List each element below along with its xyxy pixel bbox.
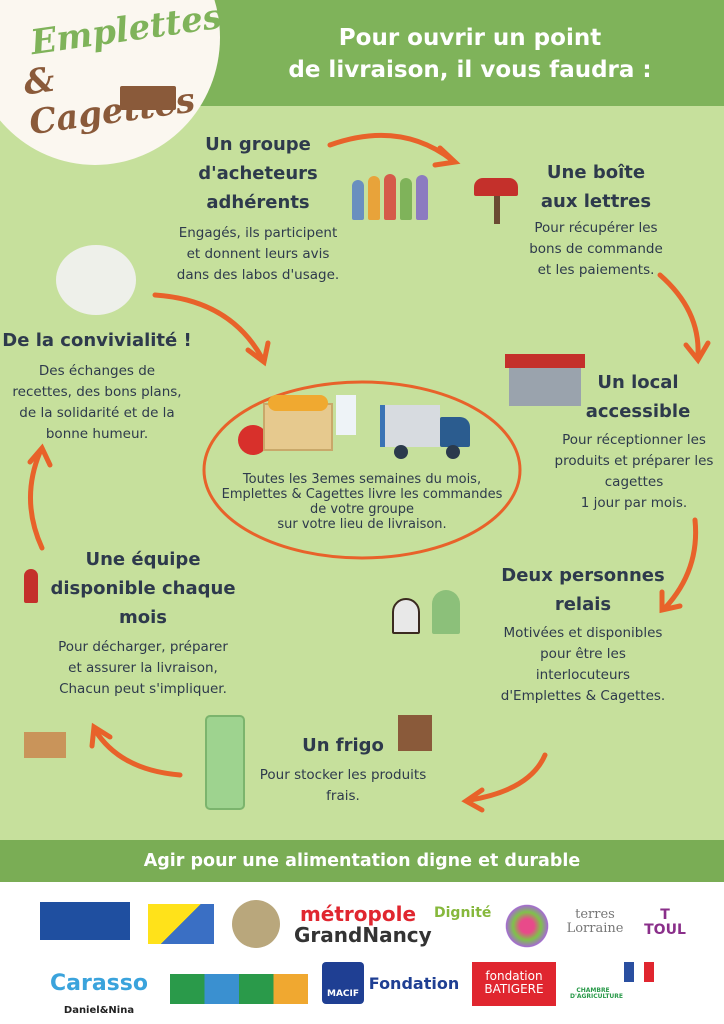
logo-macif-fondation: Fondation <box>368 974 460 993</box>
logo-macif: MACIF <box>322 962 364 1004</box>
title-line: de livraison, il vous faudra : <box>288 57 652 83</box>
body-line: cagettes <box>604 474 664 490</box>
slogan-banner: Agir pour une alimentation digne et dura… <box>0 840 724 882</box>
body-line: sur votre lieu de livraison. <box>277 517 447 532</box>
step-groupe-body: Engagés, ils participent et donnent leurs… <box>158 223 358 286</box>
body-line: Emplettes & Cagettes livre les commandes <box>221 487 503 502</box>
people-group-illustration <box>352 172 432 220</box>
logo-eu-leader <box>40 902 130 940</box>
arrow <box>467 752 548 803</box>
step-local-body: Pour réceptionner les produits et prépare… <box>544 430 724 514</box>
fridge-illustration <box>205 715 245 810</box>
body-line: Motivées et disponibles <box>503 625 663 641</box>
title-line: Une boîte <box>546 162 646 183</box>
logo-pat <box>232 900 280 948</box>
arrow <box>27 449 45 551</box>
body-line: Pour récupérer les <box>534 220 658 236</box>
body-line: recettes, des bons plans, <box>12 384 182 400</box>
step-equipe-body: Pour décharger, préparer et assurer la li… <box>33 637 253 700</box>
step-equipe-title: Une équipe disponible chaque mois <box>43 545 243 632</box>
title-line: aux lettres <box>540 191 652 212</box>
body-line: produits et préparer les <box>554 453 714 469</box>
body-line: d'Emplettes & Cagettes. <box>500 688 666 704</box>
body-line: frais. <box>326 788 360 804</box>
step-groupe-title: Un groupe d'acheteurs adhérents <box>158 130 358 217</box>
title-line: adhérents <box>206 192 310 213</box>
title-line: disponible chaque <box>50 578 236 599</box>
arrow <box>92 727 183 778</box>
title-line: Pour ouvrir un point <box>338 25 602 51</box>
body-line: Engagés, ils participent <box>178 225 338 241</box>
body-line: Chacun peut s'impliquer. <box>59 681 227 697</box>
title-line: Un groupe <box>205 134 311 155</box>
body-line: et assurer la livraison, <box>68 660 218 676</box>
warehouse-illustration <box>505 354 585 406</box>
emplettes-cagettes-logo: Emplettes& Cagettes <box>21 0 225 144</box>
body-line: interlocuteurs <box>535 667 631 683</box>
person-sweeping-illustration <box>18 565 48 625</box>
title-line: mois <box>118 607 167 628</box>
crates-illustration <box>398 715 432 751</box>
title-line: d'acheteurs <box>198 163 318 184</box>
logo-draaf <box>624 962 654 982</box>
logo-tetraa <box>170 974 308 1004</box>
body-line: bons de commande <box>529 241 663 257</box>
body-line: de votre groupe <box>309 502 415 517</box>
body-line: 1 jour par mois. <box>580 495 688 511</box>
logo-terres-dots <box>500 904 554 948</box>
step-boite-body: Pour récupérer les bons de commande et les… <box>506 218 686 281</box>
body-line: bonne humeur. <box>45 426 149 442</box>
volunteers-crate-illustration <box>24 710 70 760</box>
step-frigo-body: Pour stocker les produits frais. <box>243 765 443 807</box>
step-convivialite-title: De la convivialité ! <box>0 326 194 355</box>
step-relais-title: Deux personnes relais <box>483 561 683 619</box>
delivery-truck-illustration <box>380 405 475 460</box>
body-line: Pour décharger, préparer <box>58 639 228 655</box>
title-line: Un local <box>597 372 679 393</box>
body-line: Pour réceptionner les <box>562 432 706 448</box>
arrow <box>657 272 701 358</box>
produce-crate-illustration <box>238 395 358 460</box>
body-line: Des échanges de <box>38 363 156 379</box>
page-title: Pour ouvrir un point de livraison, il vo… <box>260 22 680 86</box>
body-line: Toutes les 3emes semaines du mois, <box>242 472 482 487</box>
title-line: Une équipe <box>85 549 201 570</box>
body-line: et les paiements. <box>537 262 655 278</box>
logo-dignite: Dignité <box>434 905 492 921</box>
title-line: De la convivialité ! <box>2 330 192 351</box>
mailbox-illustration <box>472 170 522 225</box>
title-line: accessible <box>585 401 691 422</box>
title-line: relais <box>554 594 612 615</box>
body-line: de la solidarité et de la <box>19 405 175 421</box>
step-local-title: Un local accessible <box>578 368 698 426</box>
center-delivery-text: Toutes les 3emes semaines du mois,Emplet… <box>212 472 512 532</box>
title-line: Un frigo <box>302 735 384 756</box>
party-illustration <box>56 245 136 315</box>
title-line: Deux personnes <box>501 565 665 586</box>
step-frigo-title: Un frigo <box>263 731 423 760</box>
logo-meurthe-moselle <box>148 904 214 944</box>
step-relais-body: Motivées et disponibles pour être les inte… <box>483 623 683 707</box>
body-line: et donnent leurs avis <box>186 246 330 262</box>
step-boite-title: Une boîte aux lettres <box>506 158 686 216</box>
body-line: dans des labos d'usage. <box>176 267 340 283</box>
two-people-illustration <box>390 580 465 635</box>
body-line: pour être les <box>540 646 626 662</box>
step-convivialite-body: Des échanges de recettes, des bons plans,… <box>0 361 194 445</box>
body-line: Pour stocker les produits <box>259 767 427 783</box>
